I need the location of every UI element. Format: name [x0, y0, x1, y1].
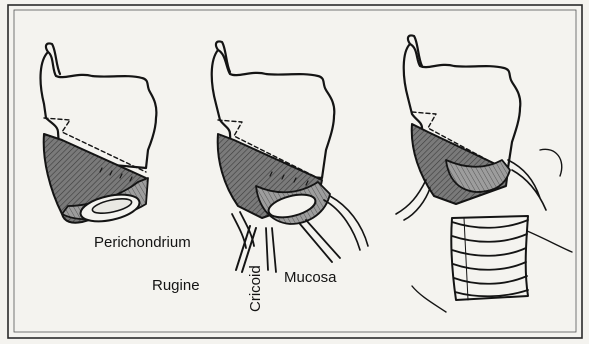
suture-left	[396, 180, 430, 220]
mucosa-strand	[300, 220, 340, 262]
label-mucosa: Mucosa	[284, 269, 337, 286]
suture-right	[508, 160, 546, 210]
panel-right	[396, 35, 572, 312]
rugine-instrument	[236, 226, 256, 272]
label-cricoid: Cricoid	[247, 265, 264, 312]
panel-left	[41, 43, 157, 225]
label-rugine: Rugine	[152, 277, 200, 294]
cricoid-strand	[266, 228, 276, 272]
label-perichondrium: Perichondrium	[94, 234, 191, 251]
panel-middle	[212, 41, 368, 272]
